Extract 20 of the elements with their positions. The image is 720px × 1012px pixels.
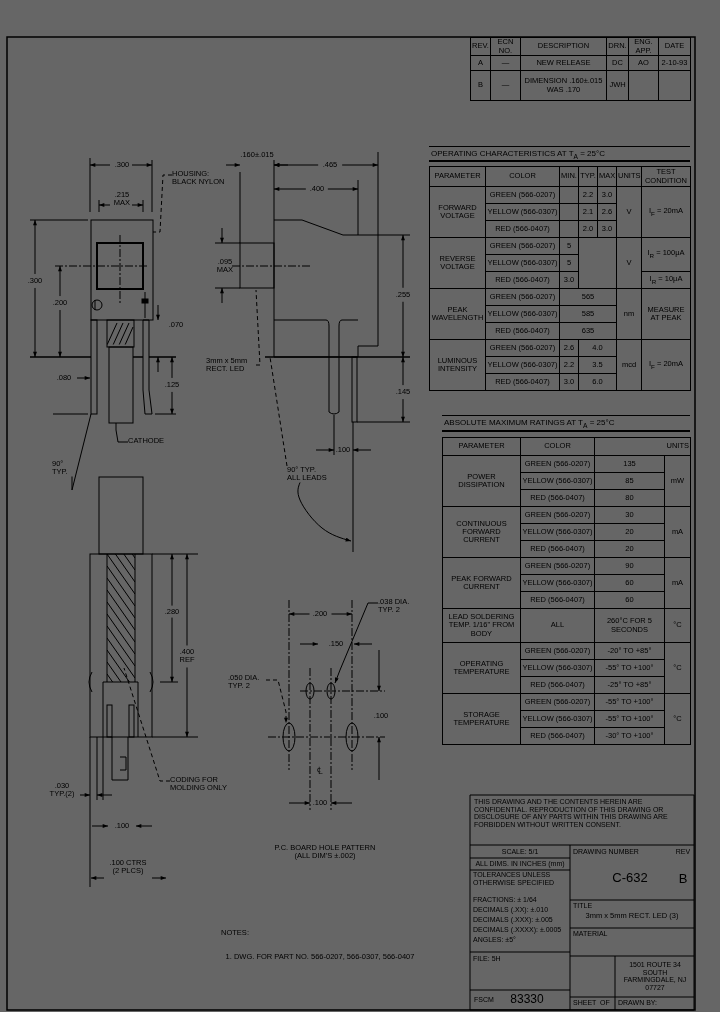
- drawing-number: C-632: [612, 870, 648, 886]
- leader-line: [123, 667, 171, 782]
- leader-line: [152, 174, 173, 233]
- leader-line: [297, 482, 352, 542]
- leader-line: [71, 413, 92, 491]
- led-housing: [90, 219, 154, 321]
- title-block-text: 83330: [510, 993, 544, 1007]
- revision-letter: B: [678, 871, 688, 887]
- table-title: OPERATING CHARACTERISTICS AT T$_{A}$ = 25°C: [429, 146, 690, 162]
- leader-line: [255, 289, 261, 366]
- leader-line: [269, 356, 288, 467]
- mounting-hole: [326, 682, 336, 700]
- table-title: ABSOLUTE MAXIMUM RATINGS AT T$_{A}$ = 25°C: [442, 415, 690, 432]
- mounting-hole: [282, 722, 296, 752]
- leader-line: [115, 422, 129, 443]
- leader-line: [334, 602, 379, 684]
- lead-pin: [90, 319, 98, 415]
- dimension-label: ℄: [317, 764, 323, 776]
- leader-line: [265, 679, 288, 724]
- cathode-lead: [108, 346, 134, 424]
